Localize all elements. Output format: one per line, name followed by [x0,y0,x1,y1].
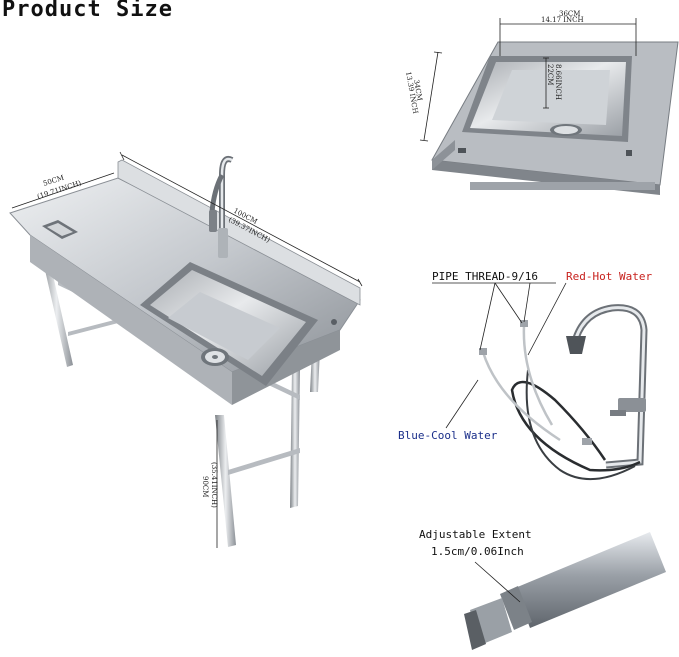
basin-length-cm: 34CM [412,79,424,102]
faucet-pointer-lines [432,282,567,429]
sink-drawing: 50CM (19.71INCH) 100CM (39.37INCH) 90CM … [9,151,363,548]
sink-height-inch: (35.41INCH) [210,462,218,508]
adjustable-extent-heading: Adjustable Extent [419,528,532,541]
faucet-detail: PIPE THREAD-9/16 Red-Hot Water Blue-Cool… [398,270,652,480]
adjustable-extent-range: 1.5cm/0.06Inch [431,545,524,558]
basin-dimension-lines [419,18,637,142]
basin-depth-inch: 8.66INCH [554,64,562,100]
sink-basin [140,262,318,386]
basin-width-cm: 36CM [559,10,580,18]
basin-detail: 36CM 14.17 INCH 22CM 8.66INCH 34CM 13.39… [404,10,679,195]
page-title: Product Size [2,0,173,22]
cool-water-label: Blue-Cool Water [398,429,498,442]
sink-faucet [209,156,234,258]
leg-detail: Adjustable Extent 1.5cm/0.06Inch [419,528,666,650]
sink-dimension-lines [11,151,363,548]
basin-depth-cm: 22CM [546,64,554,85]
hot-water-label: Red-Hot Water [566,270,652,283]
sink-height-cm: 90CM [201,476,209,497]
basin-width-inch: 14.17 INCH [541,16,584,24]
pipe-thread-label: PIPE THREAD-9/16 [432,270,538,283]
